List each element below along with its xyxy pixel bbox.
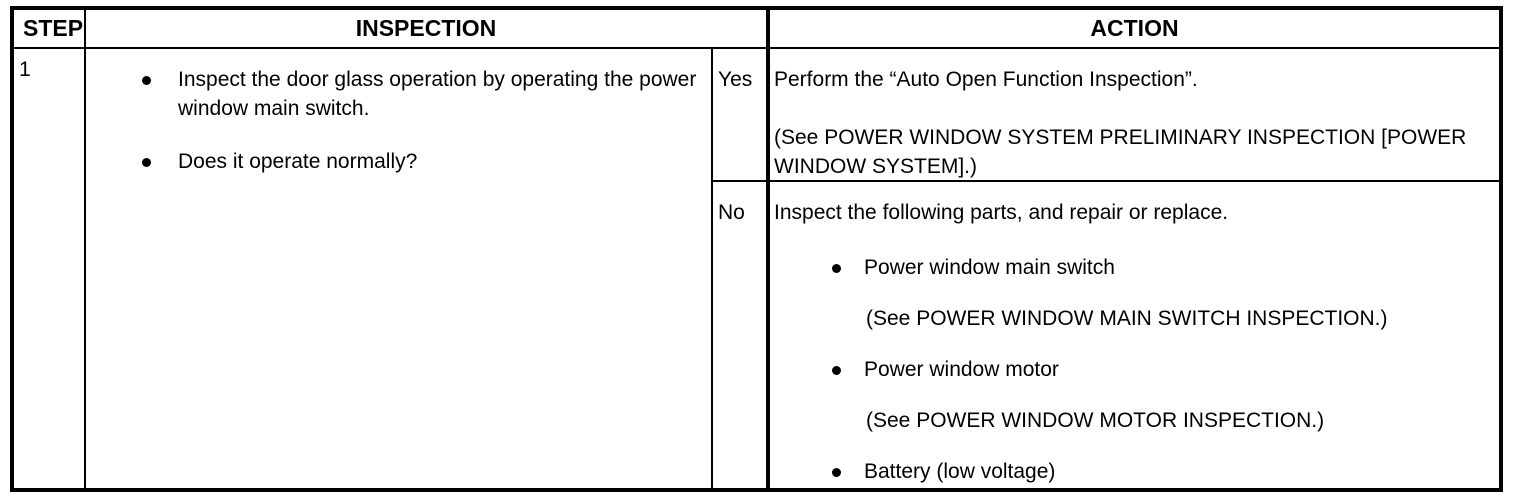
bullet-icon — [832, 264, 841, 273]
branch-label-no: No — [713, 182, 766, 488]
action-no-list: Power window main switch (See POWER WIND… — [774, 253, 1493, 486]
inspection-list: Inspect the door glass operation by oper… — [86, 65, 701, 176]
column-divider-inspection — [711, 47, 713, 488]
action-no-item-text: Battery (low voltage) — [864, 460, 1056, 483]
action-no-item-note: (See POWER WINDOW MAIN SWITCH INSPECTION… — [866, 307, 1388, 330]
list-item: Battery (low voltage) — [774, 457, 1493, 486]
troubleshooting-table: STEP INSPECTION ACTION 1 Inspect the doo… — [10, 6, 1503, 492]
bullet-icon — [142, 76, 151, 85]
action-no-intro: Inspect the following parts, and repair … — [774, 201, 1229, 224]
action-no-item-note: (See POWER WINDOW MOTOR INSPECTION.) — [866, 409, 1325, 432]
cell-step-number: 1 — [14, 49, 84, 488]
yes-no-row-rule — [711, 180, 1499, 182]
step-number: 1 — [19, 58, 31, 81]
header-action: ACTION — [1090, 15, 1179, 41]
branch-label-yes: Yes — [713, 49, 766, 180]
header-rule — [14, 47, 1499, 49]
list-item: Does it operate normally? — [86, 147, 701, 176]
column-divider-step — [84, 10, 86, 488]
branch-label-yes-text: Yes — [718, 68, 753, 91]
header-step: STEP — [23, 15, 84, 41]
inspection-item-text: Inspect the door glass operation by oper… — [178, 68, 697, 120]
list-item: Inspect the door glass operation by oper… — [86, 65, 701, 123]
branch-label-no-text: No — [718, 201, 745, 224]
header-inspection: INSPECTION — [355, 15, 497, 41]
list-item: Power window main switch (See POWER WIND… — [774, 253, 1493, 333]
action-yes-line-1: Perform the “Auto Open Function Inspecti… — [774, 68, 1198, 91]
action-yes-line-2: (See POWER WINDOW SYSTEM PRELIMINARY INS… — [774, 126, 1467, 178]
cell-action-no: Inspect the following parts, and repair … — [770, 182, 1499, 488]
bullet-icon — [832, 366, 841, 375]
cell-action-yes: Perform the “Auto Open Function Inspecti… — [770, 49, 1499, 180]
column-divider-action — [766, 10, 770, 488]
cell-inspection: Inspect the door glass operation by oper… — [86, 49, 711, 488]
action-no-item-text: Power window motor — [864, 358, 1059, 381]
action-no-item-text: Power window main switch — [864, 256, 1115, 279]
bullet-icon — [142, 158, 151, 167]
bullet-icon — [832, 468, 841, 477]
inspection-item-text: Does it operate normally? — [178, 150, 418, 173]
list-item: Power window motor (See POWER WINDOW MOT… — [774, 355, 1493, 435]
